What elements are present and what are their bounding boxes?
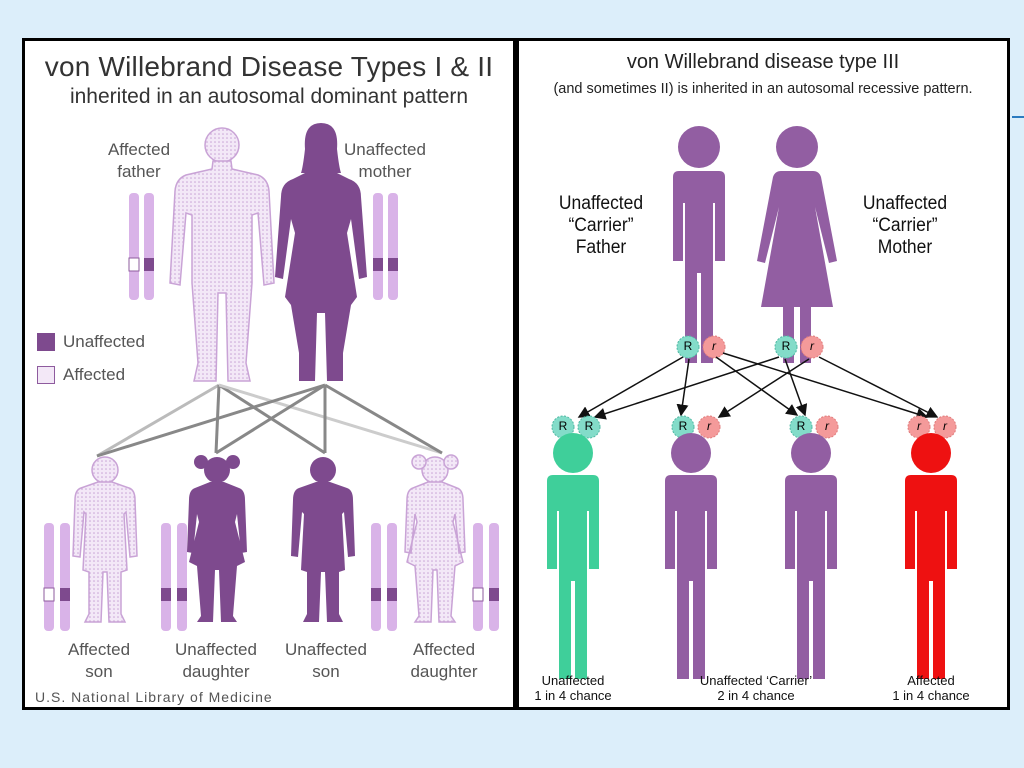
offspring-alleles-Rr-2 <box>789 415 839 439</box>
outcome-unaffected-label: Unaffected 1 in 4 chance <box>523 673 623 703</box>
child-label-4: Affected daughter <box>389 639 499 683</box>
affected-son-chromosomes <box>43 523 70 631</box>
outcome-affected-line2: 1 in 4 chance <box>892 688 970 703</box>
offspring-alleles-RR <box>551 415 601 439</box>
child2-allele-b: r <box>707 419 711 433</box>
father-allele-R: R <box>683 339 693 353</box>
carrier-mother-figure <box>757 126 837 363</box>
child-label-2: Unaffected daughter <box>161 639 271 683</box>
child-label-1: Affected son <box>49 639 149 683</box>
outcome-carrier-label: Unaffected ‘Carrier’ 2 in 4 chance <box>681 673 831 703</box>
unaffected-daughter-chromosomes <box>161 523 187 631</box>
child-1-line2: son <box>85 662 113 681</box>
child1-allele-a: R <box>558 419 568 433</box>
affected-child-figure <box>905 433 957 679</box>
carrier-mother-line1: Unaffected <box>862 193 948 214</box>
mother-label-line2: mother <box>358 162 412 181</box>
recessive-inheritance-panel: von Willebrand disease type III (and som… <box>516 38 1010 710</box>
source-credit: U.S. National Library of Medicine <box>35 689 273 705</box>
mother-alleles <box>774 335 824 359</box>
carrier-father-line2: “Carrier” <box>568 215 634 236</box>
child-2-line1: Unaffected <box>175 640 257 659</box>
recessive-punnett-diagram <box>547 126 957 679</box>
offspring-alleles-Rr-1 <box>671 415 721 439</box>
affected-son-figure <box>72 456 138 623</box>
legend-affected-swatch <box>37 366 55 384</box>
affected-daughter-figure <box>404 454 466 623</box>
legend-affected-label: Affected <box>63 365 126 384</box>
mother-label: Unaffected mother <box>335 139 435 183</box>
father-label-line2: father <box>117 162 161 181</box>
carrier-mother-line3: Mother <box>877 237 933 258</box>
mother-allele-r: r <box>810 339 814 353</box>
mother-allele-R: R <box>781 339 791 353</box>
outcome-affected-label: Affected 1 in 4 chance <box>881 673 981 703</box>
child2-allele-a: R <box>678 419 688 433</box>
child3-allele-b: r <box>825 419 829 433</box>
right-subtitle: (and sometimes II) is inherited in an au… <box>553 81 973 97</box>
affected-daughter-chromosomes <box>472 523 499 631</box>
father-chromosomes <box>128 193 154 300</box>
father-label-line1: Affected <box>107 140 171 159</box>
child-label-3: Unaffected son <box>271 639 381 683</box>
legend-unaffected-label: Unaffected <box>63 332 145 351</box>
left-title: von Willebrand Disease Types I & II <box>44 51 494 82</box>
child4-allele-a: r <box>917 419 921 433</box>
father-alleles <box>676 335 726 359</box>
child4-allele-b: r <box>943 419 947 433</box>
unaffected-daughter-figure <box>187 455 247 622</box>
carrier-mother-line2: “Carrier” <box>872 215 938 236</box>
child-3-line1: Unaffected <box>285 640 367 659</box>
outcome-carrier-line1: Unaffected ‘Carrier’ <box>699 673 813 688</box>
child-4-line1: Affected <box>412 640 476 659</box>
dominant-pedigree-diagram <box>43 123 499 631</box>
left-subtitle: inherited in an autosomal dominant patte… <box>69 85 469 108</box>
outcome-carrier-line2: 2 in 4 chance <box>717 688 795 703</box>
unaffected-child-figure <box>547 433 599 679</box>
slide-accent-line <box>1012 116 1024 118</box>
mother-chromosomes <box>373 193 398 300</box>
offspring-alleles-rr <box>907 415 957 439</box>
child1-allele-b: R <box>584 419 594 433</box>
carrier-father-line3: Father <box>575 237 627 258</box>
carrier-child-figure-2 <box>785 433 837 679</box>
inheritance-arrows <box>577 352 939 420</box>
outcome-unaffected-line2: 1 in 4 chance <box>534 688 612 703</box>
carrier-child-figure-1 <box>665 433 717 679</box>
carrier-mother-label: Unaffected “Carrier” Mother <box>850 193 960 259</box>
child-4-line2: daughter <box>410 662 478 681</box>
father-label: Affected father <box>89 139 189 183</box>
child-3-line2: son <box>312 662 340 681</box>
child3-allele-a: R <box>796 419 806 433</box>
unaffected-son-figure <box>291 457 355 622</box>
right-title: von Willebrand disease type III <box>626 51 900 73</box>
mother-label-line1: Unaffected <box>344 140 426 159</box>
carrier-father-label: Unaffected “Carrier” Father <box>546 193 656 259</box>
father-allele-r: r <box>712 339 716 353</box>
carrier-father-line1: Unaffected <box>558 193 644 214</box>
inheritance-lines <box>96 383 443 458</box>
carrier-father-figure <box>673 126 725 363</box>
child-1-line1: Affected <box>67 640 131 659</box>
legend-unaffected-swatch <box>37 333 55 351</box>
outcome-unaffected-line1: Unaffected <box>541 673 605 688</box>
unaffected-son-chromosomes <box>371 523 397 631</box>
child-2-line2: daughter <box>182 662 250 681</box>
outcome-affected-line1: Affected <box>907 673 955 688</box>
dominant-inheritance-panel: von Willebrand Disease Types I & II inhe… <box>22 38 516 710</box>
